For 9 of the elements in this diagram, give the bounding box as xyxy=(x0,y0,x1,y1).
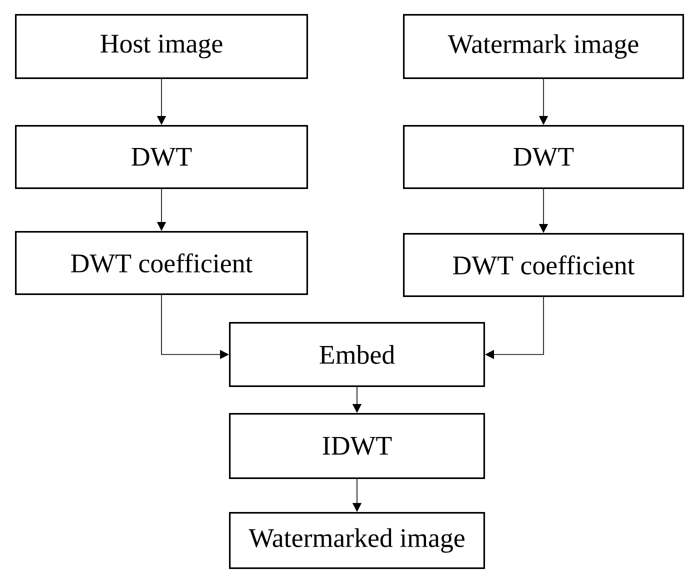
process-box: DWT xyxy=(403,125,684,189)
process-box: Embed xyxy=(229,322,485,387)
process-box: DWT xyxy=(15,125,308,189)
process-box: DWT coefficient xyxy=(15,230,308,295)
process-box: Host image xyxy=(15,14,308,79)
process-box: Watermarked image xyxy=(229,512,485,569)
process-box: IDWT xyxy=(229,412,485,479)
process-box: DWT coefficient xyxy=(403,232,684,297)
process-box: Watermark image xyxy=(403,14,684,79)
